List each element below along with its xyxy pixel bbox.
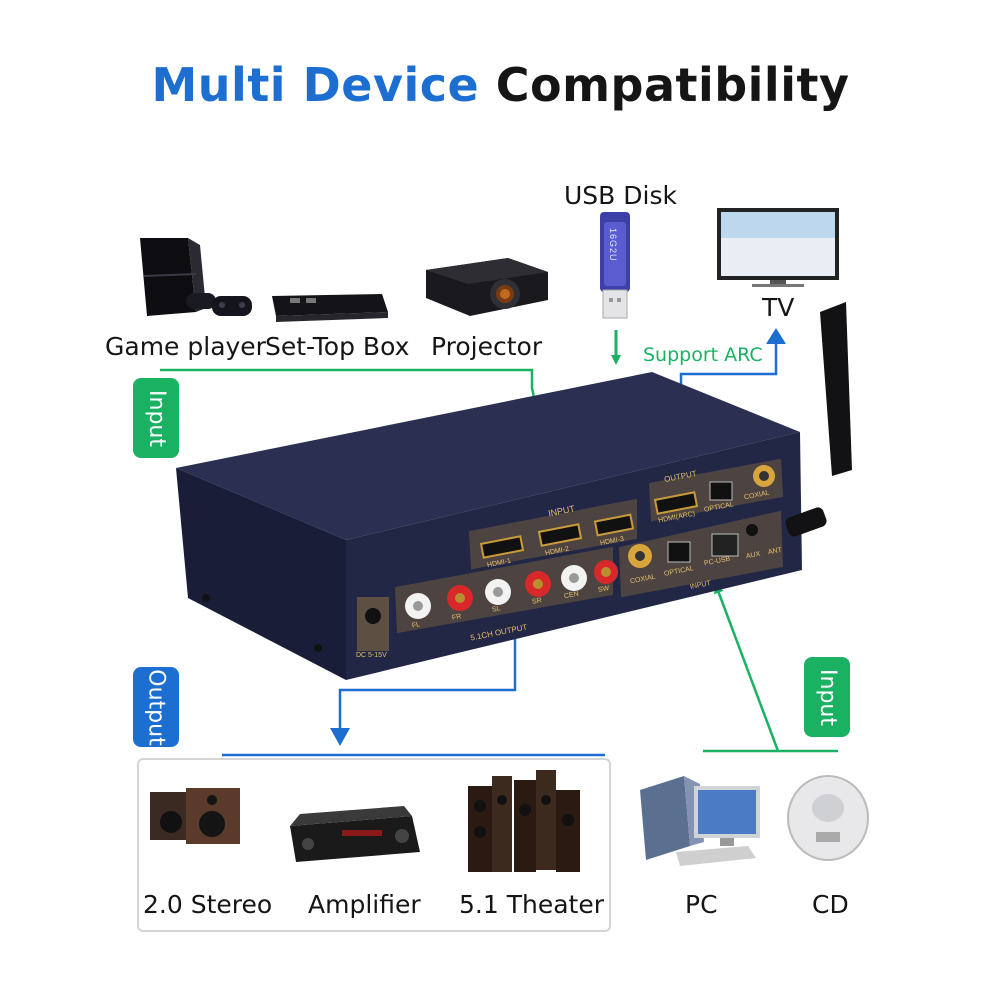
tv-label: TV [762, 293, 795, 322]
output-devices-frame [137, 758, 611, 932]
home-theater-speakers-image [468, 770, 580, 872]
input-badge-right-text: Input [814, 668, 840, 726]
amplifier-label: Amplifier [308, 890, 421, 919]
tv-image [717, 208, 839, 287]
cd-player-image [787, 775, 869, 861]
pc-label: PC [685, 890, 718, 919]
device-box [176, 302, 852, 680]
usb-disk-label: USB Disk [564, 181, 677, 210]
projector-image [426, 258, 548, 316]
input-badge-right: Input [804, 657, 850, 737]
pc-image [640, 776, 760, 866]
game-player-label: Game player [105, 332, 266, 361]
page-title: Multi Device Compatibility [0, 58, 1001, 112]
set-top-box-image [272, 294, 388, 322]
support-arc-label: Support ARC [643, 344, 763, 366]
theater-label: 5.1 Theater [459, 890, 604, 919]
usb-disk-image [600, 212, 630, 319]
set-top-box-label: Set-Top Box [265, 332, 410, 361]
output-badge: Output [133, 667, 179, 747]
amplifier-image [290, 806, 420, 862]
input-badge-left: Input [133, 378, 179, 458]
stereo-label: 2.0 Stereo [143, 890, 273, 919]
input-badge-left-text: Input [143, 389, 169, 447]
projector-label: Projector [431, 332, 543, 361]
title-part-2: Compatibility [495, 58, 850, 112]
title-part-1: Multi Device [151, 58, 480, 112]
panel-dc: DC 5-15V [356, 652, 387, 659]
stereo-speakers-image [150, 788, 240, 844]
cd-label: CD [812, 890, 849, 919]
output-badge-text: Output [143, 668, 169, 746]
game-console-image [140, 238, 252, 316]
usb-stick-text: 16G2U [608, 228, 618, 262]
